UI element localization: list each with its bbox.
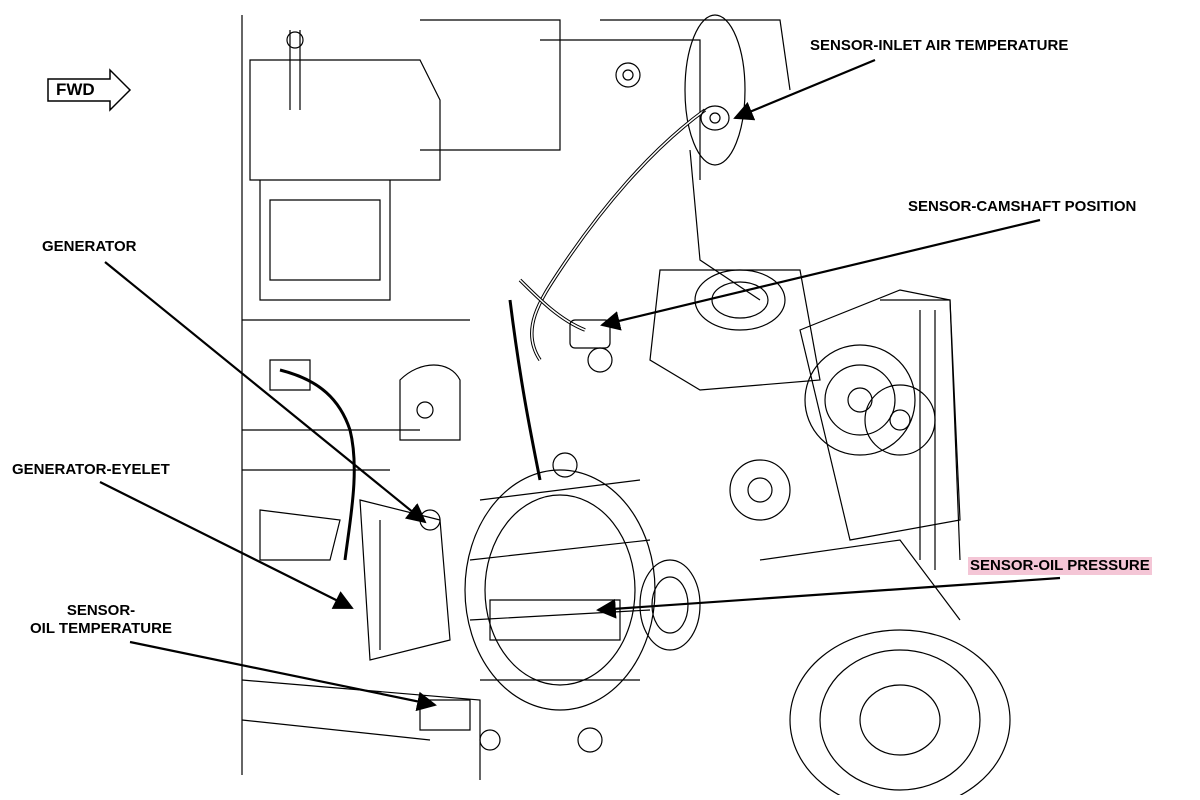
label-generator-eyelet: GENERATOR-EYELET (12, 461, 170, 478)
label-sensor-inlet-air-temperature: SENSOR-INLET AIR TEMPERATURE (810, 37, 1069, 54)
label-sensor-oil-temperature-line1: SENSOR- (66, 602, 136, 619)
label-sensor-camshaft-position: SENSOR-CAMSHAFT POSITION (908, 198, 1137, 215)
leader-camshaft-position (600, 218, 1041, 331)
fwd-label: FWD (56, 80, 95, 99)
engine-artwork (241, 14, 1011, 800)
leader-oil-temperature (129, 640, 437, 712)
label-sensor-oil-temperature-line2: OIL TEMPERATURE (30, 620, 172, 637)
callout-leaders (99, 58, 1061, 712)
label-generator: GENERATOR (42, 238, 137, 255)
leader-generator (104, 261, 427, 524)
leader-oil-pressure (596, 576, 1061, 619)
leader-inlet-air-temp (733, 58, 876, 121)
fwd-direction-arrow (47, 68, 132, 112)
label-sensor-oil-pressure: SENSOR-OIL PRESSURE (968, 557, 1152, 575)
leader-generator-eyelet (99, 481, 354, 609)
